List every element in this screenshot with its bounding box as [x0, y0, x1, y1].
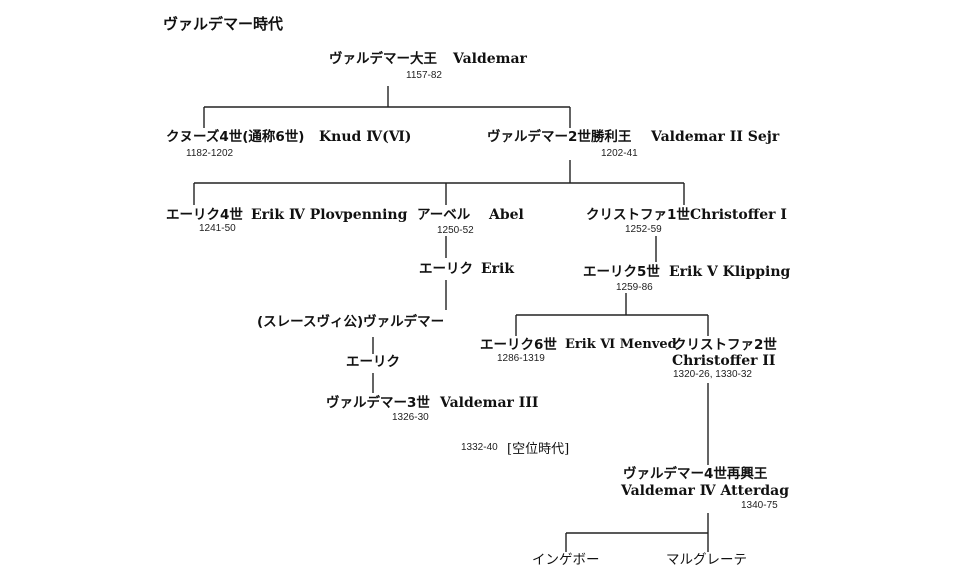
node-jp-name: マルグレーテ	[666, 552, 747, 568]
node-en-name: Erik Ⅳ Plovpenning	[251, 207, 408, 223]
node-years: 1241-50	[199, 223, 236, 234]
interregnum-label: [空位時代]	[507, 442, 570, 457]
node-years: 1286-1319	[497, 353, 545, 364]
node-jp-name: エーリク4世	[166, 207, 243, 223]
node-jp-name: エーリク	[346, 354, 400, 370]
node-years: 1259-86	[616, 282, 653, 293]
node-jp-name: ヴァルデマー4世再興王	[623, 466, 768, 482]
node-years: 1252-59	[625, 224, 662, 235]
node-en-name: Valdemar III	[440, 395, 539, 411]
node-jp-name: アーベル	[417, 207, 471, 223]
node-jp-name: クリストファ2世	[673, 337, 777, 353]
node-years: 1320-26, 1330-32	[673, 369, 752, 380]
node-en-name: Valdemar Ⅳ Atterdag	[621, 483, 790, 499]
node-years: 1340-75	[741, 500, 778, 511]
node-years: 1157-82	[406, 70, 442, 81]
node-jp-name: ヴァルデマー2世勝利王	[487, 129, 632, 145]
node-en-name: Valdemar II Sejr	[651, 129, 780, 145]
node-jp-name: クリストファ1世	[586, 207, 690, 223]
page-title: ヴァルデマー時代	[163, 15, 284, 33]
node-years: 1326-30	[392, 412, 429, 423]
node-jp-name: インゲボー	[532, 552, 600, 568]
interregnum-years: 1332-40	[461, 442, 498, 453]
node-en-name: Knud Ⅳ(Ⅵ)	[319, 129, 412, 145]
node-en-name: Valdemar	[453, 51, 527, 67]
node-en-name: Erik Ⅵ Menved	[565, 337, 677, 352]
node-jp-name: (スレースヴィ公)ヴァルデマー	[257, 314, 445, 330]
node-en-name: Abel	[489, 207, 524, 223]
node-jp-name: エーリク6世	[480, 337, 557, 353]
node-en-name: Christoffer II	[672, 353, 776, 369]
node-en-name: Erik Ⅴ Klipping	[669, 264, 791, 280]
node-years: 1250-52	[437, 225, 474, 236]
node-jp-name: エーリク5世	[583, 264, 660, 280]
node-en-name: Erik	[481, 261, 515, 277]
node-jp-name: クヌーズ4世(通称6世)	[166, 129, 305, 145]
node-jp-name: ヴァルデマー大王	[329, 51, 437, 67]
node-jp-name: ヴァルデマー3世	[326, 395, 430, 411]
node-en-name: Christoffer Ⅰ	[690, 207, 787, 223]
node-years: 1182-1202	[186, 148, 234, 159]
node-jp-name: エーリク	[419, 261, 473, 277]
node-years: 1202-41	[601, 148, 638, 159]
